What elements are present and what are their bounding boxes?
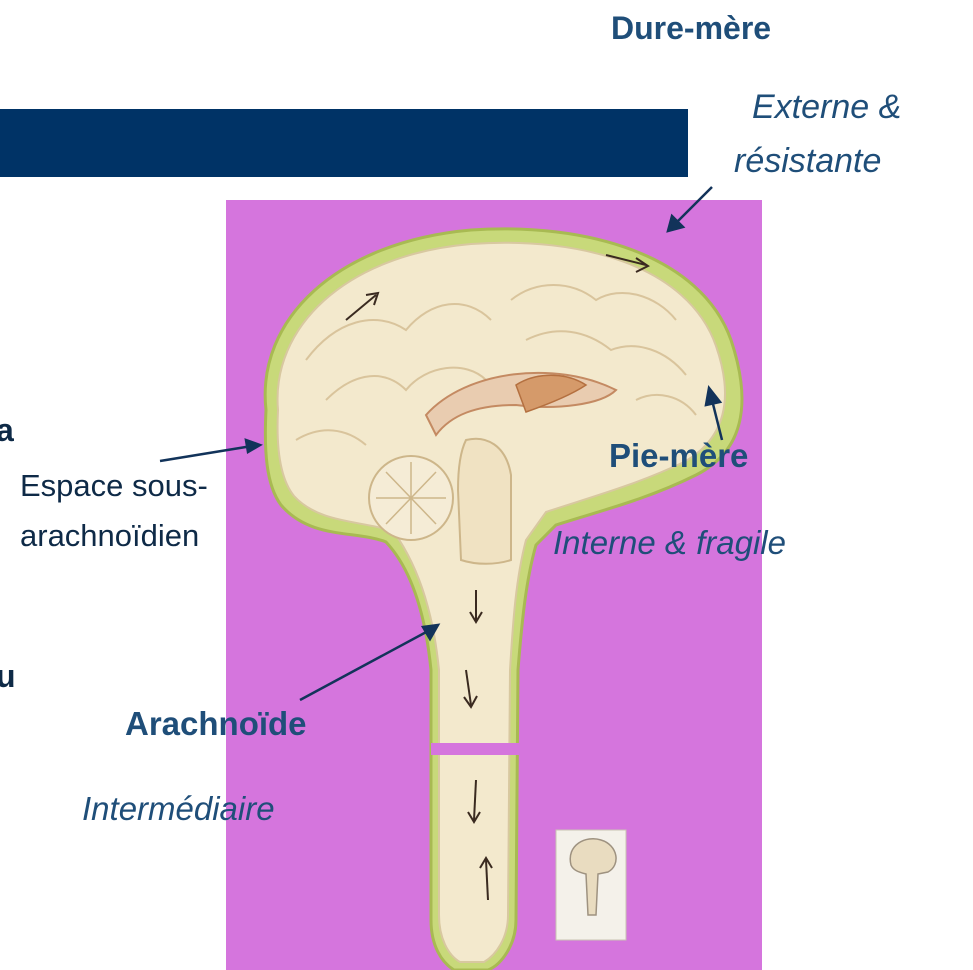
dure-mere-desc-line1: Externe & — [752, 88, 901, 127]
arachnoide-desc: Intermédiaire — [82, 790, 275, 828]
dure-mere-desc-line2: résistante — [734, 142, 881, 181]
espace-sous-arachnoidien-line1: Espace sous- — [20, 468, 208, 504]
arachnoide-label: Arachnoïde — [125, 705, 307, 743]
dure-mere-label: Dure-mère — [611, 10, 771, 47]
cerebellum-folia — [376, 462, 446, 534]
title-bar — [0, 109, 688, 177]
cord-cut — [431, 743, 521, 755]
espace-sous-arachnoidien-line2: arachnoïdien — [20, 518, 199, 554]
clipped-letter-1: a — [0, 412, 14, 449]
clipped-letter-2: u — [0, 658, 16, 695]
pie-mere-desc: Interne & fragile — [553, 524, 786, 562]
pie-mere-label: Pie-mère — [609, 437, 748, 475]
meninges-illustration — [226, 200, 762, 970]
brainstem — [458, 439, 511, 564]
